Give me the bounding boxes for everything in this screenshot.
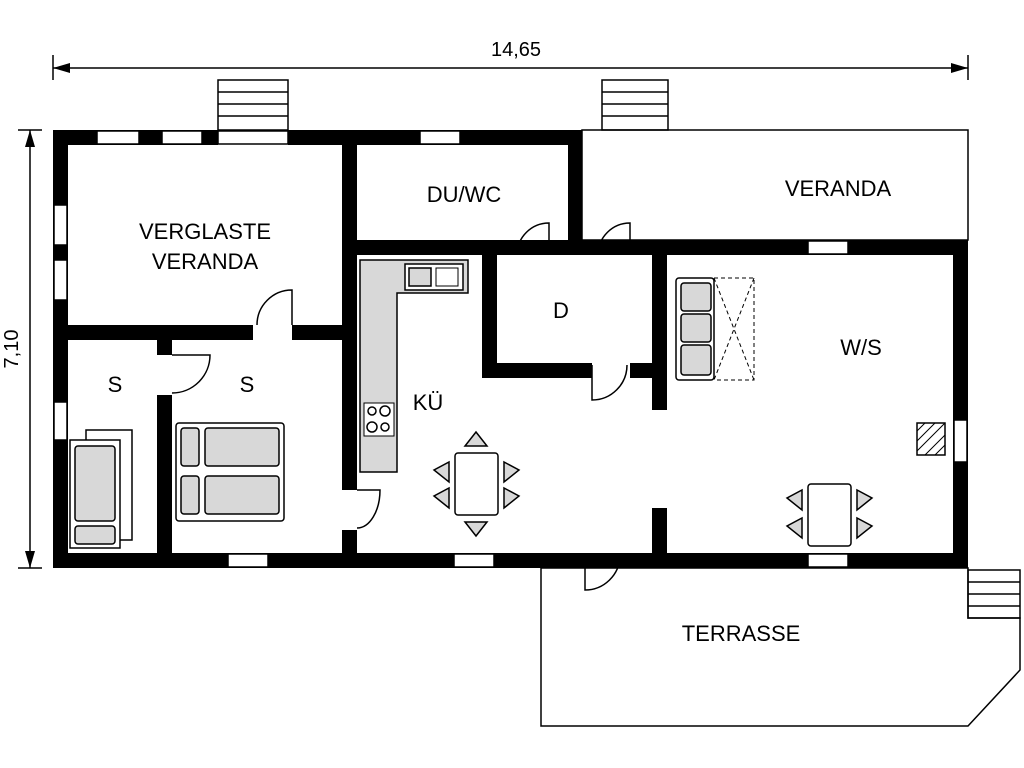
steps-top-left [217, 79, 289, 131]
room-label-terrasse: TERRASSE [682, 621, 801, 646]
height-dimension: 7,10 [1, 129, 42, 569]
height-label: 7,10 [1, 330, 23, 369]
room-label-d: D [553, 298, 569, 323]
doors [171, 222, 631, 591]
room-label-verglaste-veranda-1: VERGLASTE [139, 219, 271, 244]
veranda-outline [581, 129, 969, 241]
bunk-bed [69, 429, 133, 549]
windows [53, 130, 968, 568]
room-label-kue: KÜ [413, 390, 444, 415]
steps-top-right [601, 79, 669, 131]
room-label-s2: S [240, 372, 255, 397]
width-dimension: 14,65 [52, 39, 969, 80]
kitchen-counter [359, 259, 469, 473]
dining-table-kitchen [432, 430, 521, 538]
double-bed [175, 422, 285, 522]
room-label-du-wc: DU/WC [427, 182, 502, 207]
sofa [675, 277, 755, 381]
room-label-w-s: W/S [840, 335, 882, 360]
room-label-verglaste-veranda-2: VERANDA [152, 249, 259, 274]
room-label-s1: S [108, 372, 123, 397]
stove-fireplace-icon [916, 422, 946, 456]
steps-terrace [967, 569, 1021, 619]
room-label-veranda: VERANDA [785, 176, 892, 201]
width-label: 14,65 [491, 39, 541, 61]
terrace-outline [540, 567, 1021, 727]
dining-table-living [785, 483, 874, 547]
walls [53, 130, 968, 568]
